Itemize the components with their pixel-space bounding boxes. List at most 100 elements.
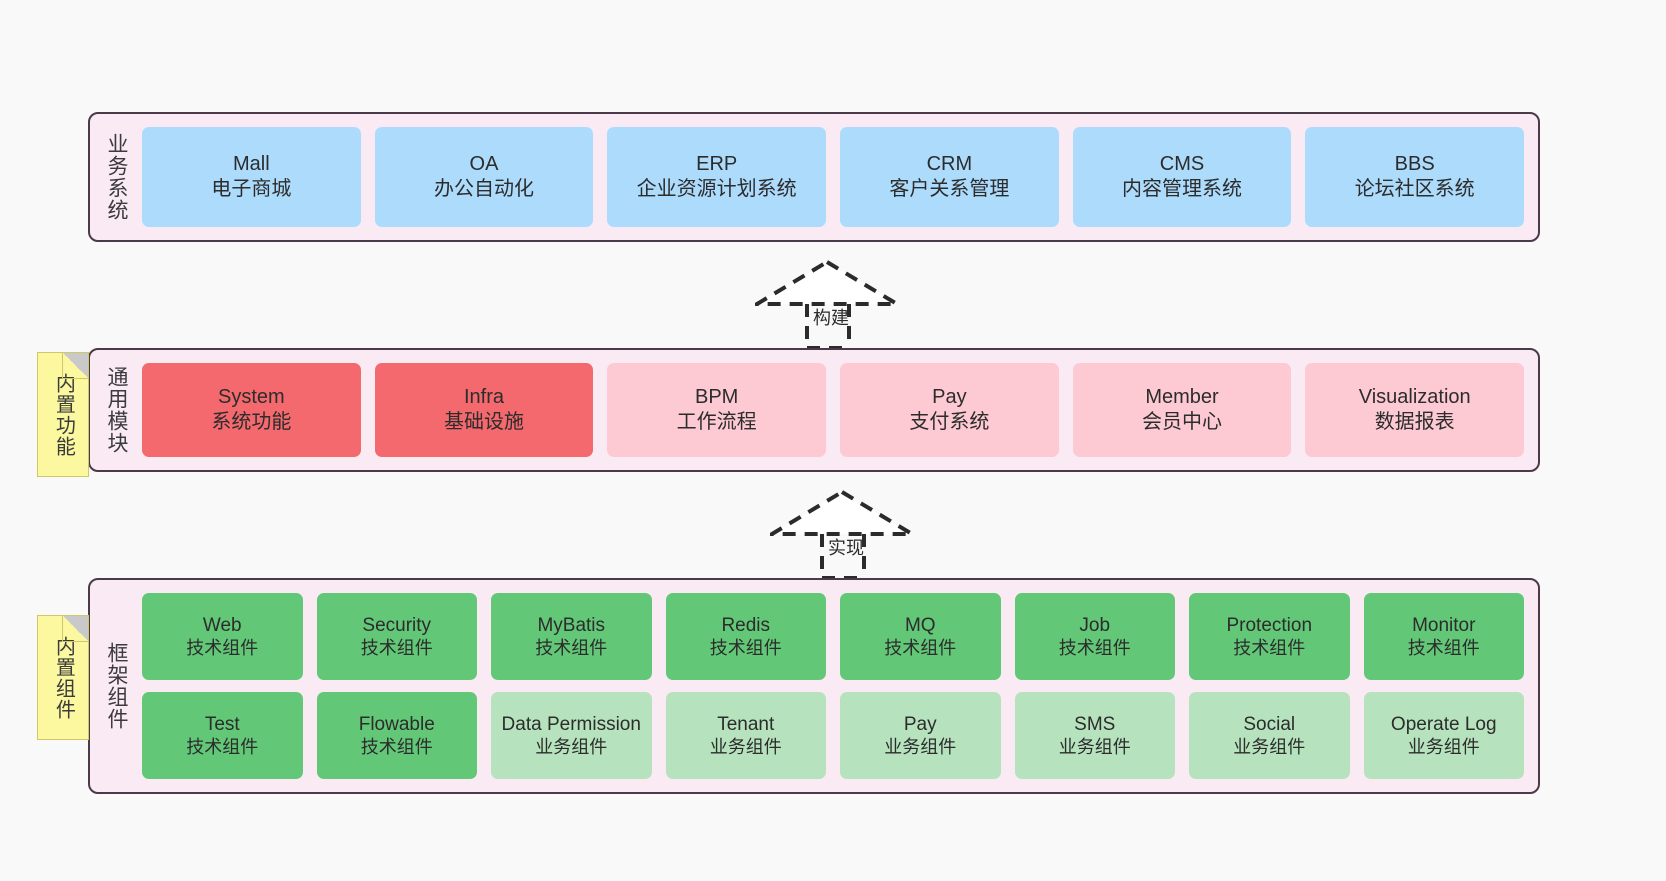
card-web-name: Web bbox=[202, 614, 242, 636]
card-test-name: Test bbox=[204, 713, 240, 735]
card-bpm-name: BPM bbox=[695, 386, 739, 409]
card-pay-component-name: Pay bbox=[903, 713, 937, 735]
card-erp-name: ERP bbox=[696, 153, 738, 176]
card-monitor-desc: 技术组件 bbox=[1407, 637, 1480, 658]
card-pay-component-desc: 业务组件 bbox=[884, 736, 957, 757]
card-sms-name: SMS bbox=[1074, 713, 1116, 735]
card-tenant[interactable]: Tenant 业务组件 bbox=[665, 692, 826, 779]
card-web-desc: 技术组件 bbox=[186, 637, 259, 658]
card-sms-desc: 业务组件 bbox=[1058, 736, 1131, 757]
card-monitor[interactable]: Monitor 技术组件 bbox=[1363, 593, 1524, 680]
card-job[interactable]: Job 技术组件 bbox=[1014, 593, 1175, 680]
card-bpm[interactable]: BPM 工作流程 bbox=[607, 363, 827, 457]
card-crm-name: CRM bbox=[926, 153, 973, 176]
card-bbs-desc: 论坛社区系统 bbox=[1354, 177, 1475, 200]
card-cms[interactable]: CMS 内容管理系统 bbox=[1072, 127, 1292, 227]
card-cms-name: CMS bbox=[1159, 153, 1205, 176]
connector-build-label: 构建 bbox=[813, 308, 849, 328]
card-social-name: Social bbox=[1243, 713, 1296, 735]
card-visualization[interactable]: Visualization 数据报表 bbox=[1305, 363, 1525, 457]
note-fold-corner-icon-2 bbox=[62, 616, 88, 642]
card-flowable[interactable]: Flowable 技术组件 bbox=[316, 692, 477, 779]
card-redis-desc: 技术组件 bbox=[709, 637, 782, 658]
layer-title-common-module: 通用模块 bbox=[104, 366, 128, 454]
card-operate-log[interactable]: Operate Log 业务组件 bbox=[1363, 692, 1524, 779]
card-redis[interactable]: Redis 技术组件 bbox=[665, 593, 826, 680]
card-security[interactable]: Security 技术组件 bbox=[316, 593, 477, 680]
card-erp[interactable]: ERP 企业资源计划系统 bbox=[607, 127, 827, 227]
card-member-desc: 会员中心 bbox=[1142, 410, 1223, 433]
card-visualization-name: Visualization bbox=[1358, 386, 1471, 409]
card-operate-log-name: Operate Log bbox=[1390, 713, 1497, 735]
card-tenant-name: Tenant bbox=[717, 713, 775, 735]
note-fold-corner-icon bbox=[62, 353, 88, 379]
card-infra-name: Infra bbox=[463, 386, 505, 409]
framework-row-technical: Web 技术组件 Security 技术组件 MyBatis 技术组件 Redi… bbox=[142, 593, 1524, 680]
connector-implement-label: 实现 bbox=[828, 538, 864, 558]
card-redis-name: Redis bbox=[721, 614, 771, 636]
layer-title-business-system: 业务系统 bbox=[104, 133, 128, 221]
card-job-desc: 技术组件 bbox=[1058, 637, 1131, 658]
note-builtin-function: 内置功能 bbox=[37, 352, 89, 477]
card-pay-module-desc: 支付系统 bbox=[909, 410, 990, 433]
card-data-permission-name: Data Permission bbox=[501, 713, 641, 735]
card-bpm-desc: 工作流程 bbox=[676, 410, 757, 433]
card-mall[interactable]: Mall 电子商城 bbox=[142, 127, 361, 227]
card-system[interactable]: System 系统功能 bbox=[142, 363, 361, 457]
card-crm-desc: 客户关系管理 bbox=[889, 177, 1010, 200]
card-flowable-name: Flowable bbox=[358, 713, 435, 735]
card-protection-desc: 技术组件 bbox=[1233, 637, 1306, 658]
layer-body-framework-component: Web 技术组件 Security 技术组件 MyBatis 技术组件 Redi… bbox=[142, 580, 1538, 792]
card-security-desc: 技术组件 bbox=[360, 637, 433, 658]
card-test[interactable]: Test 技术组件 bbox=[142, 692, 303, 779]
card-mall-desc: 电子商城 bbox=[211, 177, 292, 200]
card-bbs-name: BBS bbox=[1394, 153, 1435, 176]
card-member-name: Member bbox=[1145, 386, 1219, 409]
card-social-desc: 业务组件 bbox=[1233, 736, 1306, 757]
card-job-name: Job bbox=[1079, 614, 1111, 636]
card-pay-module-name: Pay bbox=[932, 386, 967, 409]
layer-title-framework-component: 框架组件 bbox=[104, 642, 128, 730]
layer-body-business-system: Mall 电子商城 OA 办公自动化 ERP 企业资源计划系统 CRM 客户关系… bbox=[142, 114, 1538, 240]
card-mybatis[interactable]: MyBatis 技术组件 bbox=[491, 593, 652, 680]
card-protection[interactable]: Protection 技术组件 bbox=[1189, 593, 1350, 680]
card-pay-component[interactable]: Pay 业务组件 bbox=[840, 692, 1001, 779]
card-oa-name: OA bbox=[469, 153, 499, 176]
card-pay-module[interactable]: Pay 支付系统 bbox=[840, 363, 1059, 457]
card-security-name: Security bbox=[362, 614, 432, 636]
card-test-desc: 技术组件 bbox=[186, 736, 259, 757]
card-data-permission[interactable]: Data Permission 业务组件 bbox=[491, 692, 652, 779]
card-crm[interactable]: CRM 客户关系管理 bbox=[840, 127, 1059, 227]
card-oa[interactable]: OA 办公自动化 bbox=[374, 127, 594, 227]
card-infra-desc: 基础设施 bbox=[444, 410, 524, 433]
note-builtin-function-label: 内置功能 bbox=[52, 372, 75, 457]
layer-common-module: 通用模块 System 系统功能 Infra 基础设施 BPM 工作流程 Pay… bbox=[88, 348, 1540, 472]
card-tenant-desc: 业务组件 bbox=[709, 736, 782, 757]
card-mq-name: MQ bbox=[904, 614, 936, 636]
card-visualization-desc: 数据报表 bbox=[1374, 410, 1455, 433]
card-mall-name: Mall bbox=[233, 153, 270, 176]
card-mybatis-name: MyBatis bbox=[537, 614, 606, 636]
layer-body-common-module: System 系统功能 Infra 基础设施 BPM 工作流程 Pay 支付系统… bbox=[142, 350, 1538, 470]
card-member[interactable]: Member 会员中心 bbox=[1072, 363, 1292, 457]
layer-business-system: 业务系统 Mall 电子商城 OA 办公自动化 ERP 企业资源计划系统 CRM… bbox=[88, 112, 1540, 242]
card-data-permission-desc: 业务组件 bbox=[535, 736, 608, 757]
card-flowable-desc: 技术组件 bbox=[360, 736, 433, 757]
note-builtin-component: 内置组件 bbox=[37, 615, 89, 740]
card-bbs[interactable]: BBS 论坛社区系统 bbox=[1305, 127, 1525, 227]
layer-framework-component: 框架组件 Web 技术组件 Security 技术组件 MyBatis 技术组件… bbox=[88, 578, 1540, 794]
card-infra[interactable]: Infra 基础设施 bbox=[374, 363, 594, 457]
card-system-name: System bbox=[217, 386, 285, 409]
card-social[interactable]: Social 业务组件 bbox=[1189, 692, 1350, 779]
card-operate-log-desc: 业务组件 bbox=[1407, 736, 1480, 757]
card-protection-name: Protection bbox=[1226, 614, 1313, 636]
connector-implement: 实现 bbox=[770, 488, 920, 580]
card-system-desc: 系统功能 bbox=[211, 410, 292, 433]
framework-row-business: Test 技术组件 Flowable 技术组件 Data Permission … bbox=[142, 692, 1524, 779]
card-mq[interactable]: MQ 技术组件 bbox=[840, 593, 1001, 680]
card-web[interactable]: Web 技术组件 bbox=[142, 593, 303, 680]
card-sms[interactable]: SMS 业务组件 bbox=[1014, 692, 1175, 779]
card-erp-desc: 企业资源计划系统 bbox=[636, 177, 797, 200]
card-mq-desc: 技术组件 bbox=[884, 637, 957, 658]
